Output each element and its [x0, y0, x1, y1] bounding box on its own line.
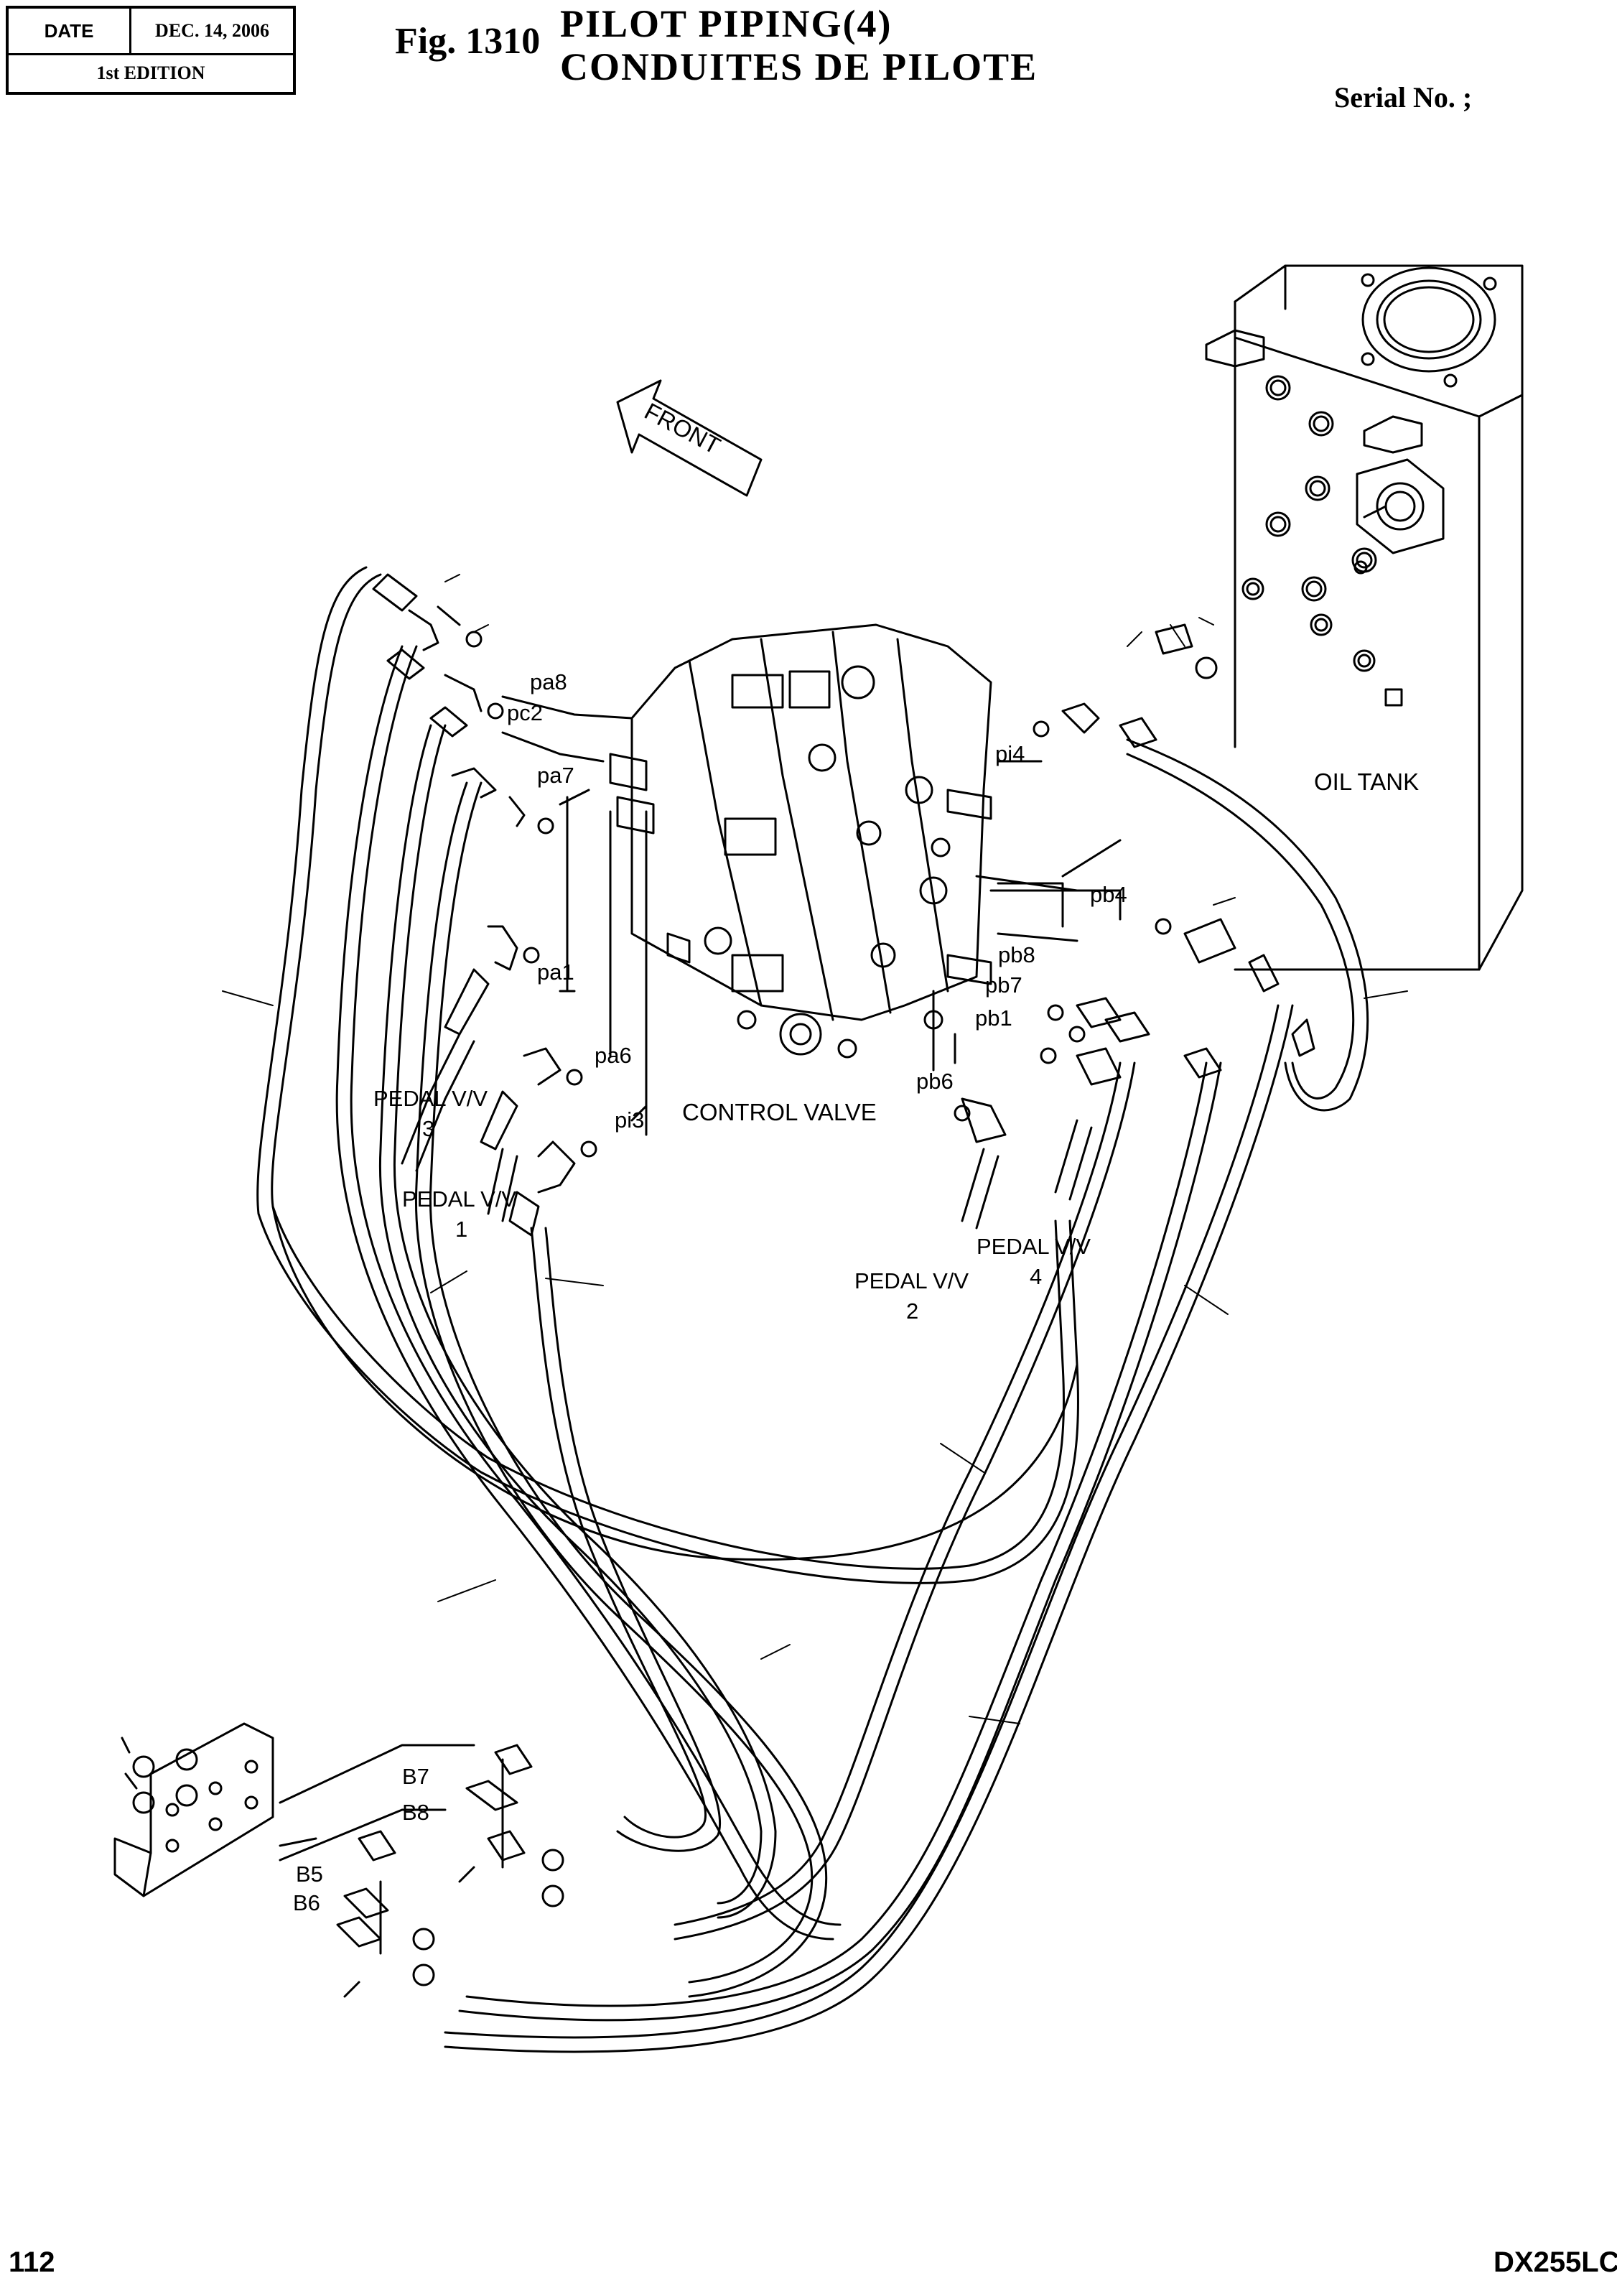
oil-tank — [1205, 264, 1524, 971]
callout-leaders — [222, 574, 1408, 1724]
port-label-pi3: pi3 — [615, 1107, 644, 1133]
pedal-valve-1-number: 1 — [455, 1217, 467, 1242]
port-label-B6: B6 — [293, 1890, 320, 1915]
bottom-bracket — [113, 1722, 564, 1998]
model-number: DX255LC — [1493, 2246, 1617, 2278]
port-label-pb7: pb7 — [985, 972, 1022, 998]
front-arrow — [616, 379, 763, 497]
edition-label: 1st EDITION — [96, 62, 205, 83]
port-label-pa6: pa6 — [595, 1043, 632, 1068]
port-label-B8: B8 — [402, 1800, 429, 1825]
port-label-pb6: pb6 — [916, 1069, 954, 1094]
header-date-row: DATE DEC. 14, 2006 — [9, 9, 293, 55]
title-french: CONDUITES DE PILOTE — [560, 45, 1038, 88]
pedal-valve-3-label: PEDAL V/V — [373, 1086, 488, 1111]
port-label-pb8: pb8 — [998, 942, 1035, 967]
port-label-pb4: pb4 — [1090, 882, 1127, 907]
port-label-B7: B7 — [402, 1764, 429, 1789]
port-leaders — [501, 695, 1122, 1136]
pedal-valve-4-label: PEDAL V/V — [977, 1234, 1091, 1259]
pedal-valve-3-number: 3 — [422, 1116, 434, 1141]
port-label-pb1: pb1 — [975, 1005, 1012, 1031]
hoses — [256, 566, 1369, 2053]
port-label-pa8: pa8 — [530, 669, 567, 694]
front-label: FRONT — [640, 398, 725, 460]
page-number: 112 — [9, 2246, 55, 2278]
figure-number: Fig. 1310 — [395, 21, 541, 62]
date-value: DEC. 14, 2006 — [155, 20, 269, 41]
serial-number: Serial No. ; — [1334, 81, 1473, 113]
pedal-valve-1-label: PEDAL V/V — [402, 1186, 516, 1212]
pedal-valve-2-label: PEDAL V/V — [854, 1268, 969, 1293]
control-valve-body — [609, 623, 992, 1059]
port-label-pa7: pa7 — [537, 763, 574, 788]
pedal-valve-lines — [401, 1033, 1093, 1230]
oil-tank-label: OIL TANK — [1314, 768, 1419, 795]
control-valve-label: CONTROL VALVE — [682, 1099, 877, 1125]
port-label-pa1: pa1 — [537, 959, 574, 985]
header-info-box: DATE DEC. 14, 2006 1st EDITION — [6, 6, 296, 95]
pedal-valve-2-number: 2 — [906, 1298, 918, 1324]
port-label-B5: B5 — [296, 1862, 323, 1887]
header-edition-row: 1st EDITION — [9, 53, 293, 93]
title-english: PILOT PIPING(4) — [560, 2, 893, 45]
port-label-pc2: pc2 — [507, 700, 543, 725]
port-label-pi4: pi4 — [995, 741, 1025, 766]
pedal-valve-4-number: 4 — [1030, 1264, 1042, 1289]
date-label: DATE — [9, 9, 131, 53]
